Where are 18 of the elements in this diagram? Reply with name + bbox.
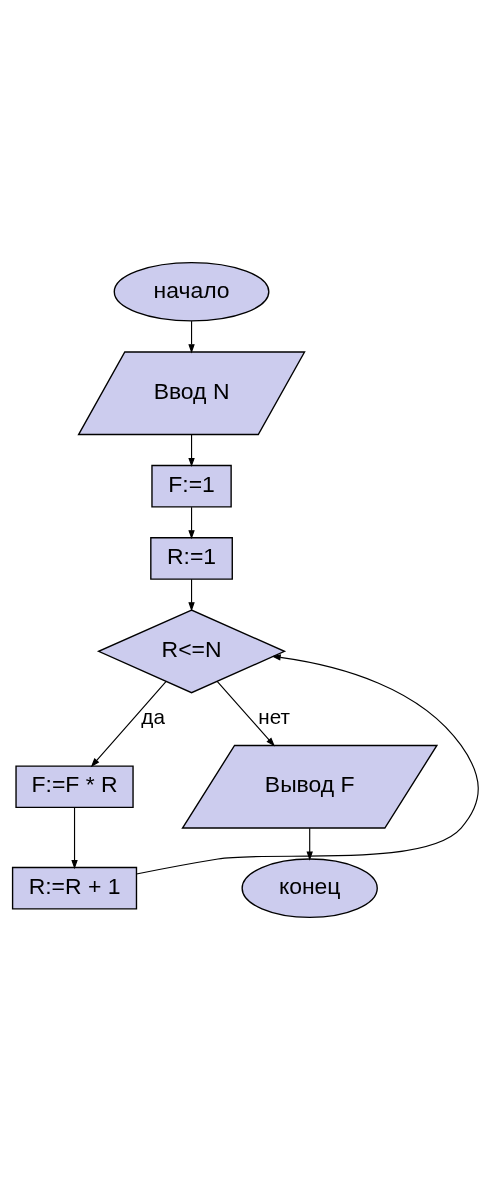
edge-label: да: [141, 705, 165, 729]
node-box: R:=1: [150, 537, 233, 580]
arrow: [188, 578, 195, 612]
arrow: [188, 320, 195, 354]
arrow: [135, 654, 479, 875]
node-box: F:=F * R: [15, 765, 134, 809]
node-box: F:=1: [151, 464, 232, 508]
arrow: [216, 680, 275, 747]
node-ellipse: начало: [113, 261, 270, 322]
arrow: [90, 680, 167, 768]
edge-label: нет: [258, 705, 290, 729]
arrow: [306, 827, 313, 861]
arrow: [188, 434, 195, 468]
node-ellipse: конец: [241, 858, 378, 919]
arrow: [188, 506, 195, 540]
node-box: R:=R + 1: [11, 866, 138, 910]
node-diamond: R<=N: [96, 609, 287, 694]
arrow: [71, 806, 78, 870]
